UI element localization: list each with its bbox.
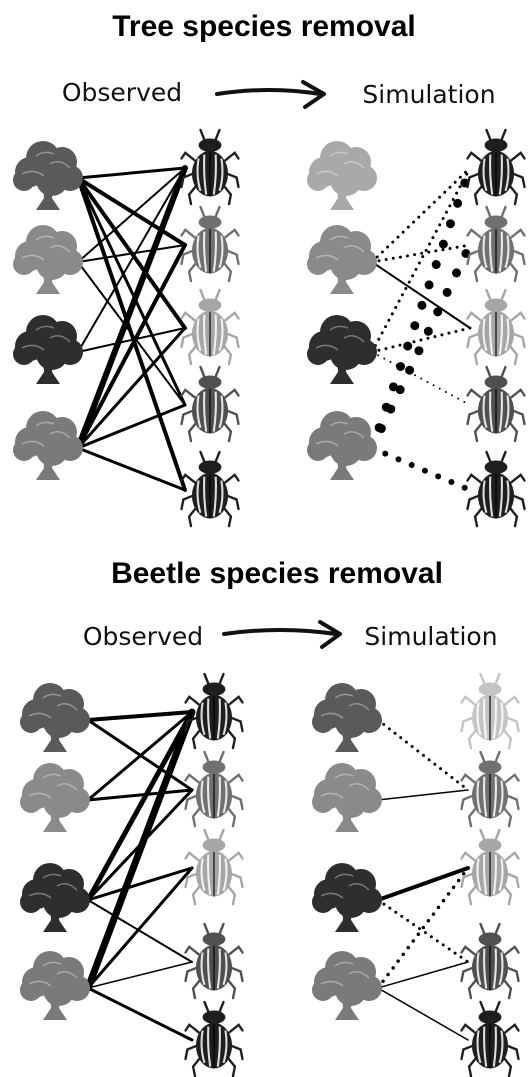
beetle-icon	[182, 207, 239, 281]
simulation-label: Simulation	[364, 622, 497, 651]
tree-icon	[13, 315, 83, 384]
simulated-link	[372, 245, 470, 448]
interaction-link	[88, 790, 192, 800]
tree-icon	[20, 683, 90, 752]
arrow-icon	[217, 82, 324, 107]
interaction-link	[88, 868, 192, 988]
simulated-link	[372, 352, 470, 405]
tree-icon	[13, 225, 83, 294]
beetle-icon	[182, 367, 239, 441]
beetle-icon	[462, 1002, 519, 1076]
observed-label: Observed	[62, 78, 182, 107]
tree-icon	[312, 863, 382, 932]
removed-tree-icon	[307, 141, 377, 210]
simulated-link	[378, 900, 468, 962]
beetle-icon	[462, 924, 519, 998]
interaction-link	[378, 868, 468, 900]
simulated-link	[372, 168, 470, 262]
beetle-icon	[468, 452, 525, 526]
tree-icon	[13, 141, 83, 210]
tree-icon	[307, 411, 377, 480]
interaction-link	[378, 988, 468, 1040]
beetle-icon	[468, 290, 525, 364]
observed-label: Observed	[83, 622, 203, 651]
arrow-icon	[224, 622, 340, 647]
tree-icon	[20, 863, 90, 932]
beetle-icon	[186, 924, 243, 998]
simulated-link	[378, 720, 468, 790]
interaction-link	[78, 448, 185, 490]
tree-icon	[13, 411, 83, 480]
beetle-icon	[186, 1002, 243, 1076]
beetle-icon	[186, 752, 243, 826]
panel-title: Beetle species removal	[111, 557, 443, 590]
interaction-link	[378, 962, 468, 988]
simulated-link	[372, 168, 470, 448]
interaction-link	[78, 262, 185, 405]
interaction-link	[78, 168, 185, 178]
beetle-icon	[468, 367, 525, 441]
beetle-icon	[468, 207, 525, 281]
tree-icon	[307, 315, 377, 384]
beetle-icon	[468, 130, 525, 204]
interaction-link	[88, 988, 192, 1040]
interaction-link	[88, 712, 192, 720]
interaction-link	[378, 790, 468, 800]
beetle-icon	[186, 830, 243, 904]
interaction-link	[88, 962, 192, 988]
tree-icon	[20, 763, 90, 832]
simulation-label: Simulation	[362, 80, 495, 109]
removed-beetle-icon	[462, 674, 519, 748]
beetle-icon	[462, 752, 519, 826]
tree-icon	[312, 683, 382, 752]
simulated-link	[372, 448, 470, 490]
tree-icon	[307, 225, 377, 294]
tree-icon	[312, 951, 382, 1020]
beetle-icon	[182, 290, 239, 364]
beetle-icon	[182, 452, 239, 526]
beetle-icon	[182, 130, 239, 204]
panel-title: Tree species removal	[112, 10, 416, 43]
tree-icon	[20, 951, 90, 1020]
tree-icon	[312, 763, 382, 832]
beetle-icon	[462, 830, 519, 904]
